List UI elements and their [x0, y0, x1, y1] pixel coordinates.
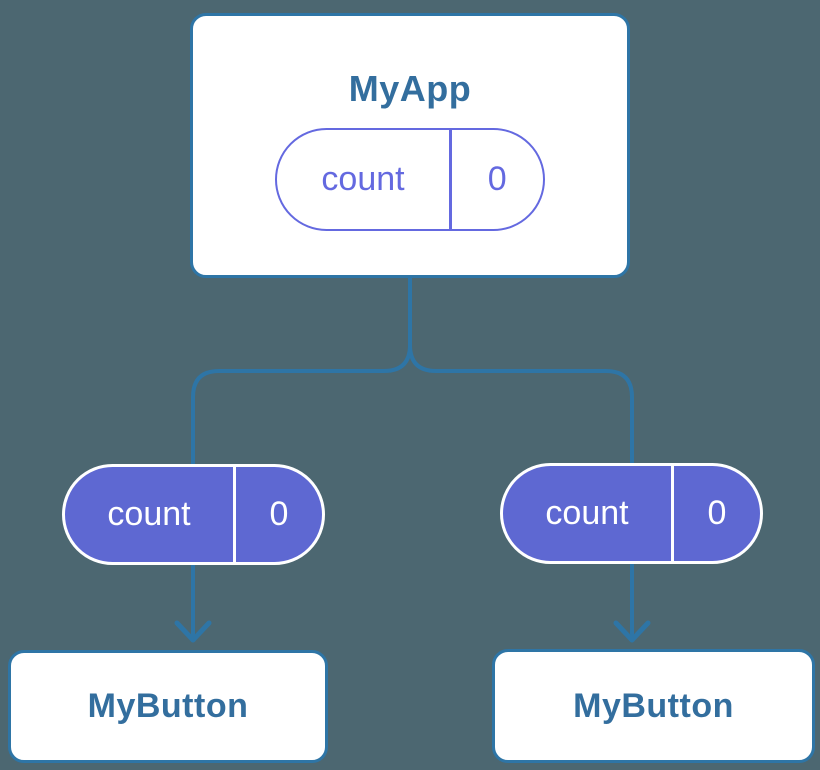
node-mybutton-left: MyButton — [8, 650, 328, 763]
node-mybutton-right-title: MyButton — [573, 686, 734, 725]
prop-pill-right: count 0 — [500, 463, 763, 564]
node-myapp: MyApp count 0 — [190, 13, 630, 278]
state-pill-label: count — [321, 160, 405, 198]
prop-pill-left-divider — [233, 467, 236, 562]
prop-pill-left: count 0 — [62, 464, 325, 565]
node-myapp-title: MyApp — [348, 68, 472, 109]
prop-pill-right-label: count — [545, 494, 629, 532]
state-pill-divider — [449, 130, 452, 229]
state-pill-myapp: count 0 — [275, 128, 545, 231]
prop-pill-left-value: 0 — [269, 495, 289, 533]
node-mybutton-left-title: MyButton — [87, 687, 249, 725]
prop-pill-right-value: 0 — [707, 494, 727, 532]
connector-root-to-left-child — [191, 276, 412, 637]
connector-root-to-right-child — [408, 276, 634, 637]
arrow-head-left-icon — [174, 620, 212, 643]
arrow-head-right-icon — [613, 620, 651, 643]
state-pill-value: 0 — [487, 160, 507, 198]
node-mybutton-right: MyButton — [492, 649, 815, 763]
prop-pill-right-divider — [671, 466, 674, 561]
prop-pill-left-label: count — [107, 495, 191, 533]
